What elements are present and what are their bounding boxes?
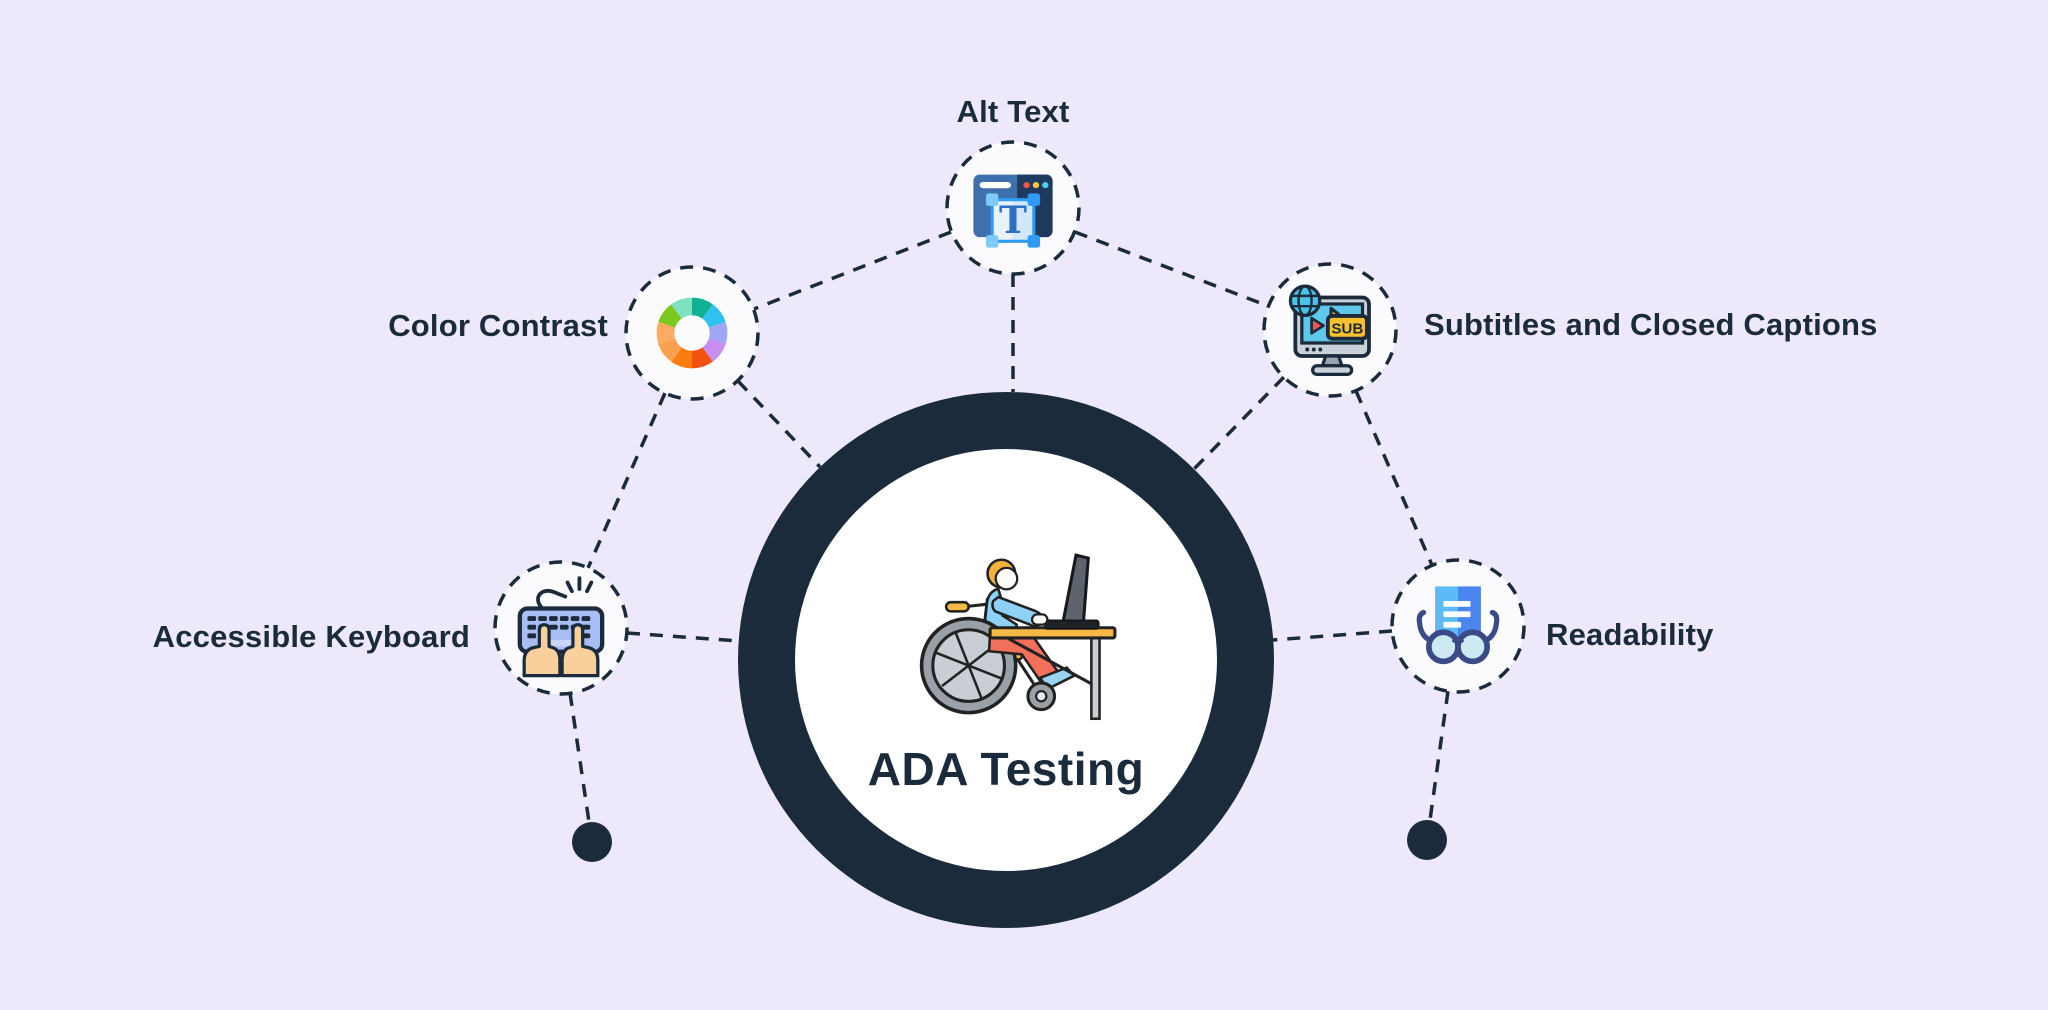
globe-icon [1288, 284, 1322, 317]
alt-text-glyph: T [999, 198, 1027, 242]
color-wheel-icon [656, 297, 728, 369]
laptop-base [1044, 619, 1100, 630]
sub-badge-text: SUB [1331, 320, 1363, 337]
end-dot-left [572, 822, 612, 862]
laptop-screen [1060, 553, 1090, 628]
label-keyboard: Accessible Keyboard [152, 619, 470, 654]
label-subtitles: Subtitles and Closed Captions [1424, 307, 1878, 342]
node-circle-color-contrast [624, 265, 760, 401]
wheel-segment [656, 322, 676, 344]
label-color-contrast: Color Contrast [388, 308, 608, 343]
alt-text-browser-icon: T [973, 174, 1053, 248]
label-readability: Readability [1546, 617, 1714, 652]
center-title: ADA Testing [867, 743, 1145, 795]
wheel-segment [702, 304, 726, 328]
connector-subtitles-center [1192, 375, 1286, 471]
connector-alttext-subtitles [1074, 230, 1269, 308]
keyboard-cable [536, 589, 568, 610]
connector-subtitles-readability [1354, 390, 1434, 566]
wheel-segment [671, 297, 692, 319]
wheel-segment [708, 322, 728, 344]
desk-leg [1090, 635, 1101, 721]
label-alt-text: Alt Text [956, 94, 1070, 129]
face [994, 566, 1019, 591]
connector-colorcontrast-center [736, 379, 822, 469]
typing-hands [522, 623, 600, 678]
keyboard-hands-icon [517, 576, 605, 678]
click-sparks [565, 576, 594, 594]
glasses-document-icon [1416, 586, 1500, 665]
wheel-segment [658, 338, 682, 362]
wheel-segment [702, 338, 726, 362]
connector-readability-dot [1428, 690, 1450, 821]
wheelchair-person-illustration [919, 553, 1117, 721]
connector-keyboard-dot [568, 692, 591, 823]
wheel-segment [658, 304, 682, 328]
end-dot-right [1407, 820, 1447, 860]
wheel-segment [692, 297, 713, 319]
connector-colorcontrast-keyboard [586, 392, 667, 569]
connector-keyboard-center [626, 631, 740, 643]
subtitles-monitor-icon: SUB [1288, 284, 1371, 377]
wheel-segment [692, 347, 713, 369]
connector-alttext-colorcontrast [753, 230, 952, 311]
wheel-segment [671, 347, 692, 369]
connector-readability-center [1272, 629, 1393, 642]
